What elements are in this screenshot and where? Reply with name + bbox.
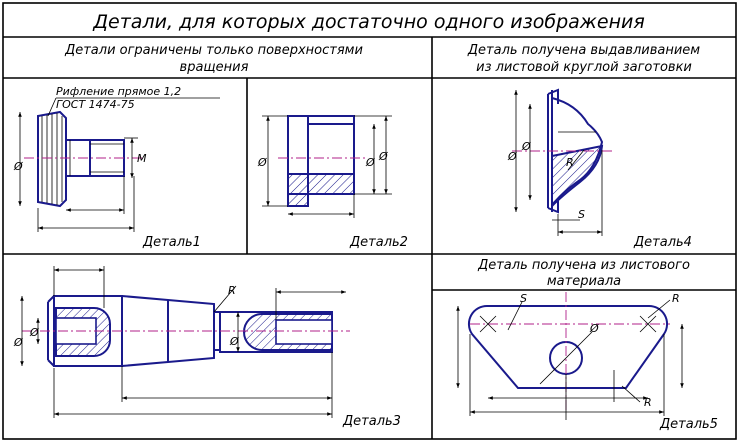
part3-diameter-symbol-hole: Ø (29, 326, 39, 339)
part2-caption: Деталь2 (349, 235, 408, 250)
part5-radius-symbol-bottom: R (644, 396, 652, 409)
part3-diameter-symbol-neck: Ø (229, 335, 239, 348)
part2-diameter-symbol-inner2: Ø (378, 150, 388, 163)
section-rotation-heading-line1: Детали ограничены только поверхностями (64, 43, 363, 58)
part5-drawing (456, 292, 684, 420)
section-sheet-heading-line1: Деталь получена из листового (477, 258, 690, 273)
part4-thickness-symbol: S (578, 208, 585, 221)
part4-diameter-symbol-outer: Ø (507, 150, 517, 163)
part1-knurl-standard: ГОСТ 1474-75 (56, 98, 135, 111)
section-extrusion-heading-line2: из листовой круглой заготовки (476, 60, 692, 75)
part1-knurl-note: Рифление прямое 1,2 (56, 85, 181, 98)
part4-diameter-symbol-inner: Ø (521, 140, 531, 153)
part1-caption: Деталь1 (142, 235, 201, 250)
part3-caption: Деталь3 (342, 414, 401, 429)
section-extrusion-heading-line1: Деталь получена выдавливанием (467, 43, 700, 58)
part3-drawing (20, 266, 350, 418)
section-sheet-heading-line2: материала (547, 274, 621, 289)
part4-drawing (512, 88, 614, 236)
part1-thread-symbol: М (137, 152, 147, 165)
part5-thickness-symbol: S (520, 292, 527, 305)
part3-diameter-symbol-outer: Ø (13, 336, 23, 349)
part3-radius-symbol: R (228, 284, 236, 297)
part2-diameter-symbol-inner1: Ø (365, 156, 375, 169)
section-rotation-heading-line2: вращения (180, 60, 249, 75)
part2-diameter-symbol-outer: Ø (257, 156, 267, 169)
part5-diameter-symbol: Ø (589, 322, 599, 335)
part1-diameter-symbol: Ø (13, 160, 23, 173)
part4-caption: Деталь4 (633, 235, 692, 250)
part4-radius-symbol: R (566, 156, 574, 169)
part5-caption: Деталь5 (659, 417, 718, 432)
sheet-title: Детали, для которых достаточно одного из… (92, 11, 645, 33)
part5-radius-symbol-top: R (672, 292, 680, 305)
part2-drawing (262, 115, 392, 218)
part1-drawing (18, 97, 220, 232)
